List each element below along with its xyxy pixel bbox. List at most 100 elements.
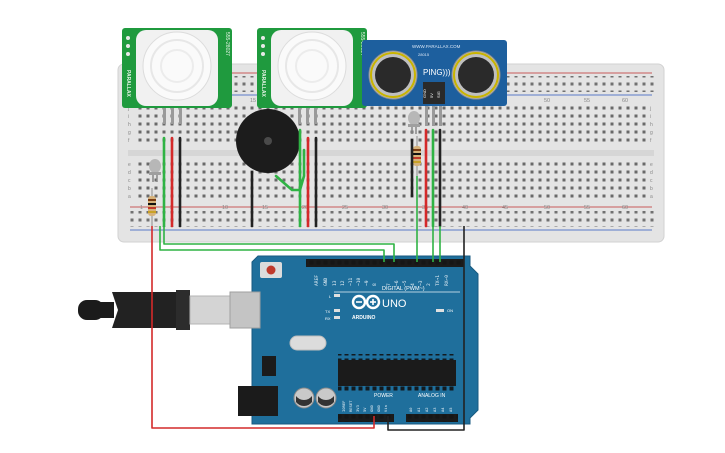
pir-pin-dot [261, 44, 265, 48]
led-rim [149, 172, 161, 175]
led-2[interactable] [408, 111, 420, 134]
led-label-l: L [329, 294, 332, 299]
pir-pin-dot [126, 36, 130, 40]
pir-sensor-1[interactable]: PARALLAX 555-28027 [122, 28, 232, 124]
pir-pin[interactable] [314, 108, 317, 124]
piezo-buzzer[interactable] [236, 109, 300, 173]
buzzer-hole [264, 137, 272, 145]
col-number: 50 [544, 205, 550, 211]
wire-green[interactable] [274, 148, 306, 192]
resistor-band [413, 157, 421, 159]
ping-pin[interactable] [425, 106, 428, 126]
reset-button-cap[interactable] [266, 265, 276, 275]
resistor-band [413, 149, 421, 151]
row-letter: g [128, 130, 131, 136]
row-letter: j [649, 106, 651, 112]
chip-socket-top [338, 354, 456, 360]
led-body[interactable] [149, 159, 161, 173]
usb-cable-neck [98, 302, 114, 318]
row-letter: e [650, 162, 653, 168]
pir-dome-ring [295, 49, 329, 83]
ping-pin-label: 5V [429, 93, 434, 98]
pir-pin[interactable] [171, 108, 174, 124]
arduino-uno[interactable]: AREF GND 13 12 ~11 ~10 ~9 8 7 ~6 ~5 4 ~3… [238, 255, 479, 425]
breadboard[interactable]: 1 5 10 15 20 25 30 35 40 45 50 55 60 1 5… [117, 63, 665, 243]
pir-dome[interactable] [142, 31, 212, 101]
analog-pin-label: A1 [416, 407, 421, 412]
row-letter: h [650, 122, 653, 128]
resistor-band [413, 161, 421, 163]
digital-header-holes [306, 259, 464, 267]
pir-pin-dot [126, 52, 130, 56]
row-letter: c [128, 178, 131, 184]
digital-pin-label: 2 [426, 283, 432, 286]
pin-label-aref: AREF [314, 275, 320, 286]
col-number: 15 [262, 205, 268, 211]
row-letter: a [650, 194, 653, 200]
digital-pin-label: TX→1 [435, 275, 441, 286]
pir-pin[interactable] [298, 108, 301, 124]
pir-model: 555-28027 [224, 32, 230, 56]
bottom-power-rail[interactable] [128, 211, 654, 227]
terminal-block-lower[interactable] [136, 160, 650, 202]
digital-pin-label: 4 [410, 283, 416, 286]
pir-pin[interactable] [179, 108, 182, 124]
pir-pin-dot [261, 36, 265, 40]
ping-ultrasonic-sensor[interactable]: WWW.PARALLAX.COM PING))) 28015 GND 5V SI… [362, 40, 507, 126]
capacitor-marking [296, 396, 312, 407]
analog-header-holes [406, 414, 458, 422]
resistor-2[interactable] [413, 136, 421, 176]
usb-cable-strain-relief [78, 300, 104, 320]
col-number: 25 [342, 205, 348, 211]
analog-pin-label: A0 [408, 407, 413, 412]
wire-black-gnd[interactable] [387, 226, 465, 431]
pir-pin[interactable] [163, 108, 166, 124]
col-number: 45 [502, 205, 508, 211]
resistor-1[interactable] [148, 188, 156, 226]
led-1[interactable] [149, 159, 161, 182]
row-letter: b [650, 186, 653, 192]
ping-pin[interactable] [432, 106, 435, 126]
digital-pin-label: ~10 [356, 277, 362, 286]
col-number: 55 [584, 205, 590, 211]
capacitor-marking [318, 396, 334, 407]
usb-b-connector[interactable] [189, 295, 231, 325]
led-l [334, 294, 340, 297]
wire-green-signal[interactable] [163, 226, 395, 262]
col-number: 1 [140, 205, 143, 211]
power-pin-label: GND [369, 404, 374, 412]
pir-sensor-2[interactable]: PARALLAX 555-28027 [257, 28, 367, 124]
led-label-on: ON [447, 308, 453, 313]
led-body[interactable] [408, 111, 420, 125]
row-letter: f [650, 138, 652, 144]
terminal-block-upper[interactable] [136, 104, 650, 146]
col-number: 50 [544, 98, 550, 104]
digital-pin-label: ~5 [402, 280, 408, 286]
pir-dome[interactable] [277, 31, 347, 101]
row-letter: a [128, 194, 131, 200]
usb-plug-body[interactable] [112, 292, 188, 328]
pir-pin-dot [126, 44, 130, 48]
resistor-band [148, 203, 156, 205]
analog-pin-label: A4 [440, 407, 445, 412]
power-pin-label: 3V3 [355, 405, 360, 412]
pir-dome-ring [150, 39, 204, 93]
power-pin-label: GND [376, 404, 381, 412]
usb-cable[interactable] [78, 290, 261, 330]
wire-red-5v[interactable] [151, 226, 375, 429]
power-jack[interactable] [238, 386, 278, 416]
pir-pin[interactable] [306, 108, 309, 124]
transducer-left-ring [370, 52, 416, 98]
digital-pin-label: ~11 [348, 277, 354, 286]
led-rim [408, 124, 420, 127]
ping-name: PING))) [423, 68, 451, 77]
row-letter: f [128, 138, 130, 144]
board-model: UNO [382, 298, 407, 310]
ping-pin[interactable] [439, 106, 442, 126]
ping-pin-label: GND [422, 89, 427, 98]
analog-pin-label: A2 [424, 407, 429, 412]
wire-green-signal[interactable] [159, 226, 385, 262]
pir-pin-dot [261, 52, 265, 56]
usb-port[interactable] [229, 291, 261, 329]
